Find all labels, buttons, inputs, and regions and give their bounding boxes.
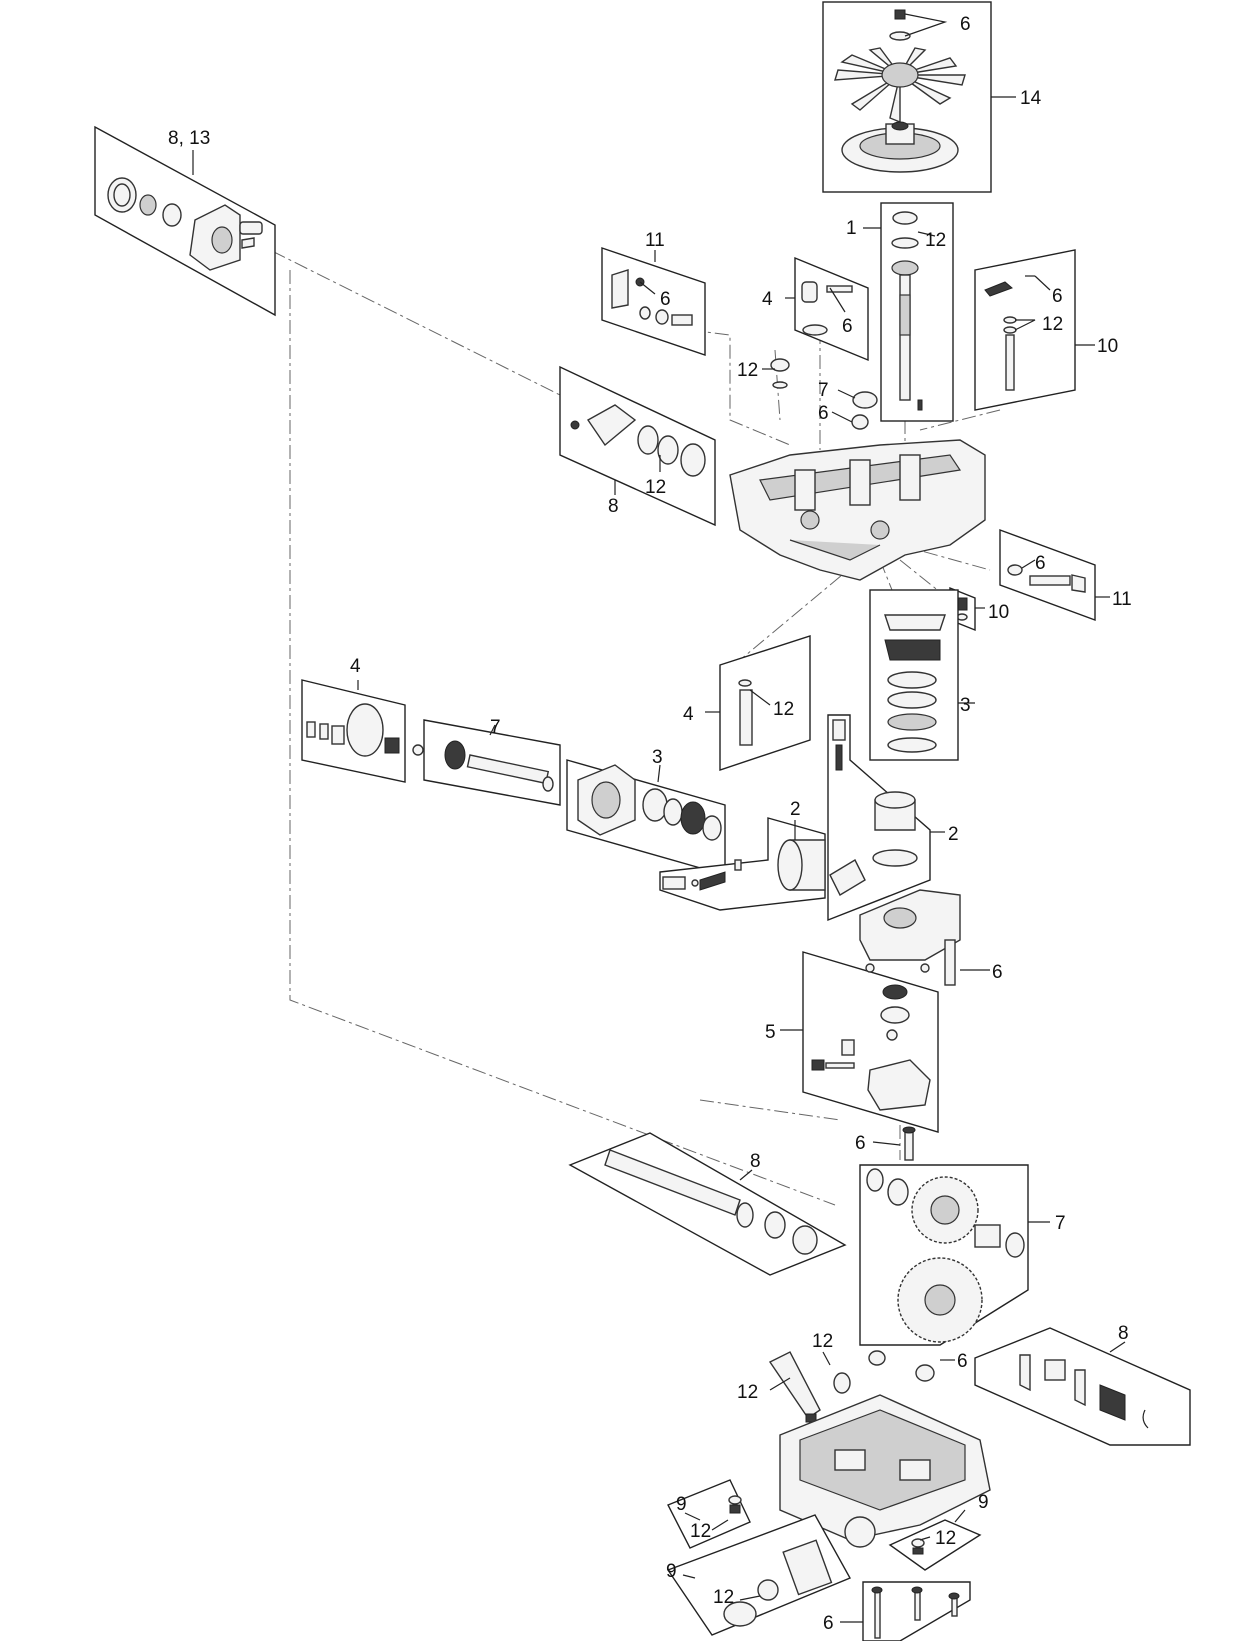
callout-11: 11 xyxy=(645,230,665,251)
callout-5: 5 xyxy=(765,1022,776,1043)
lever-assembly-right xyxy=(999,528,1096,622)
callout-7: 7 xyxy=(1055,1213,1066,1234)
panel-4-top xyxy=(794,256,869,362)
panel-8-13 xyxy=(94,125,276,317)
callout-6: 6 xyxy=(855,1133,866,1154)
callout-14: 14 xyxy=(1020,88,1042,109)
callout-8: 8 xyxy=(608,496,619,517)
callout-6: 6 xyxy=(957,1351,968,1372)
center-section-body xyxy=(859,889,961,986)
fan-pulley-assembly xyxy=(822,1,992,193)
bolt-6 xyxy=(902,1126,916,1161)
panel-8-seal xyxy=(559,365,716,527)
callout-7: 7 xyxy=(490,717,501,738)
pulley xyxy=(841,121,959,173)
nut xyxy=(894,9,906,20)
valve-assembly xyxy=(802,951,939,1133)
callout-12: 12 xyxy=(925,230,946,251)
input-shaft-assembly xyxy=(880,202,954,422)
callout-3: 3 xyxy=(652,747,663,768)
callout-12: 12 xyxy=(773,699,794,720)
callout-6: 6 xyxy=(818,403,829,424)
clip-assembly xyxy=(974,1327,1191,1446)
callout-7: 7 xyxy=(818,380,829,401)
callout-4: 4 xyxy=(683,704,694,725)
panel-9-c xyxy=(888,1519,982,1571)
bolt-panel-bottom xyxy=(862,1581,971,1641)
drain-plug-panel-a xyxy=(667,1479,751,1549)
pump-cylinder-right xyxy=(827,714,931,922)
callout-12: 12 xyxy=(812,1331,833,1352)
leader-lines xyxy=(192,13,1126,1623)
callout-8-13: 8, 13 xyxy=(168,128,210,149)
callout-6: 6 xyxy=(1035,553,1046,574)
motor-shaft-assembly xyxy=(412,719,561,806)
callout-6: 6 xyxy=(842,316,853,337)
callout-12: 12 xyxy=(645,477,666,498)
loose-caps xyxy=(770,358,878,430)
callout-8: 8 xyxy=(750,1151,761,1172)
pump-cylinder-left xyxy=(659,817,826,911)
callout-3: 3 xyxy=(960,695,971,716)
hub-assembly xyxy=(94,125,276,317)
pin-assembly-middle xyxy=(719,635,811,771)
washer xyxy=(889,31,911,41)
callout-6: 6 xyxy=(992,962,1003,983)
lever-assembly-top xyxy=(601,247,706,356)
panel-4-mid xyxy=(719,635,811,771)
callout-1: 1 xyxy=(846,218,857,239)
fan-blades xyxy=(834,47,966,124)
callout-9: 9 xyxy=(666,1561,677,1582)
lower-case xyxy=(779,1394,991,1548)
upper-housing xyxy=(729,439,986,581)
callout-12: 12 xyxy=(690,1521,711,1542)
sealant-tube xyxy=(768,1351,821,1423)
filter-panel xyxy=(666,1514,851,1636)
callout-6: 6 xyxy=(823,1613,834,1634)
callout-8: 8 xyxy=(1118,1323,1129,1344)
callout-6: 6 xyxy=(960,14,971,35)
key-assembly-left xyxy=(301,679,406,783)
seal-assembly xyxy=(559,365,716,527)
panel-1 xyxy=(880,202,954,422)
drain-plug-panel-c xyxy=(888,1519,982,1571)
callout-labels: 6 14 8, 13 1 12 11 6 4 6 6 12 10 12 7 6 … xyxy=(168,14,1132,1634)
callout-12: 12 xyxy=(1042,314,1063,335)
callout-6: 6 xyxy=(1052,286,1063,307)
key-assembly-top xyxy=(794,256,869,362)
panel-9-a xyxy=(667,1479,751,1549)
callout-4: 4 xyxy=(350,656,361,677)
panel-11-right xyxy=(999,528,1096,622)
swashplate-assembly xyxy=(869,589,959,761)
callout-12: 12 xyxy=(935,1528,956,1549)
callout-9: 9 xyxy=(676,1494,687,1515)
gear-assembly xyxy=(859,1164,1029,1346)
axle-assembly xyxy=(568,1132,847,1276)
callout-12: 12 xyxy=(737,360,758,381)
callout-12: 12 xyxy=(737,1382,758,1403)
callout-6: 6 xyxy=(660,289,671,310)
callout-10: 10 xyxy=(1097,336,1118,357)
callout-10: 10 xyxy=(988,602,1009,623)
lower-seals xyxy=(833,1350,935,1394)
callout-12: 12 xyxy=(713,1587,734,1608)
callout-2: 2 xyxy=(790,799,801,820)
callout-9: 9 xyxy=(978,1492,989,1513)
callout-4: 4 xyxy=(762,289,773,310)
callout-2: 2 xyxy=(948,824,959,845)
callout-11: 11 xyxy=(1112,589,1132,610)
center-section-assembly xyxy=(566,759,726,876)
